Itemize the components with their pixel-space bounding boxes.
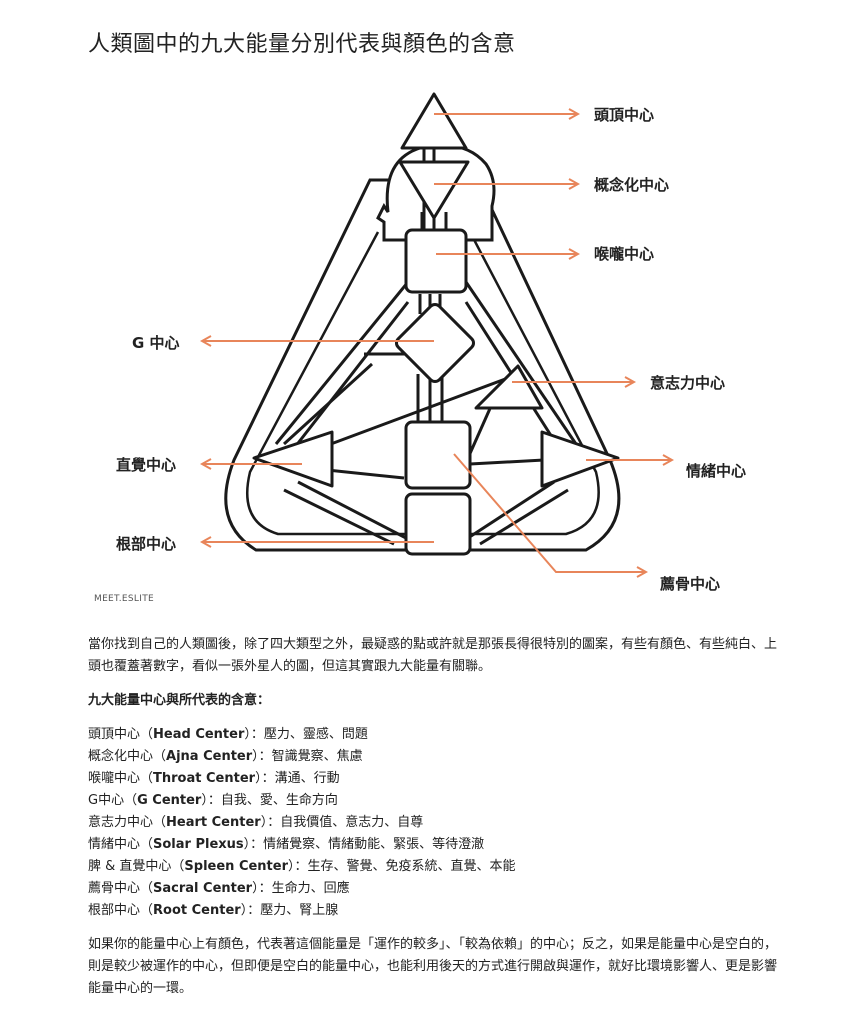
label-root-center: 根部中心	[116, 535, 177, 553]
label-solar-center: 情緒中心	[686, 462, 747, 480]
center-zh: 脾 & 直覺中心（	[88, 859, 185, 874]
center-en: Sacral Center	[153, 881, 253, 896]
g-center	[394, 302, 476, 384]
outer-frame	[224, 178, 621, 552]
center-desc: ）：情緒覺察、情緒動能、緊張、等待澄澈	[243, 837, 485, 852]
center-desc: ）：生命力、回應	[252, 881, 350, 896]
head-center	[400, 92, 468, 150]
sacral-center	[404, 420, 472, 490]
center-zh: 概念化中心（	[88, 749, 167, 764]
center-zh: G中心（	[88, 793, 138, 808]
center-desc: ）：壓力、腎上腺	[240, 903, 339, 918]
center-en: Solar Plexus	[153, 837, 244, 852]
center-desc: ）：自我、愛、生命方向	[201, 793, 338, 808]
list-item: G中心（G Center）：自我、愛、生命方向	[88, 790, 788, 812]
page-title: 人類圖中的九大能量分別代表與顏色的含意	[88, 32, 516, 57]
list-item: 情緒中心（Solar Plexus）：情緒覺察、情緒動能、緊張、等待澄澈	[88, 834, 788, 856]
center-desc: ）：智識覺察、焦慮	[252, 749, 363, 764]
center-zh: 根部中心（	[88, 903, 154, 918]
spleen-center	[252, 430, 334, 488]
list-item: 意志力中心（Heart Center）：自我價值、意志力、自尊	[88, 812, 788, 834]
center-desc: ）：壓力、靈感、問題	[244, 727, 368, 742]
center-en: Throat Center	[153, 771, 256, 786]
center-en: Spleen Center	[184, 859, 288, 874]
list-item: 概念化中心（Ajna Center）：智識覺察、焦慮	[88, 746, 788, 768]
center-zh: 喉嚨中心（	[88, 771, 154, 786]
pointer-arrows	[202, 114, 672, 572]
center-desc: ）：生存、警覺、免疫系統、直覺、本能	[288, 859, 516, 874]
bodygraph-svg	[88, 92, 788, 612]
label-spleen-center: 直覺中心	[116, 456, 177, 474]
center-en: Heart Center	[166, 815, 261, 830]
label-g-center: G 中心	[132, 334, 180, 352]
center-en: Ajna Center	[166, 749, 253, 764]
section-heading: 九大能量中心與所代表的含意：	[88, 693, 271, 708]
center-en: G Center	[137, 793, 202, 808]
center-desc: ）：溝通、行動	[255, 771, 340, 786]
ajna-center	[398, 160, 470, 220]
throat-center	[404, 228, 468, 294]
centers	[252, 92, 620, 556]
center-en: Head Center	[153, 727, 245, 742]
intro-paragraph: 當你找到自己的人類圖後，除了四大類型之外，最疑惑的點或許就是那張長得很特別的圖案…	[88, 637, 778, 674]
solar-center	[540, 430, 620, 488]
list-item: 喉嚨中心（Throat Center）：溝通、行動	[88, 768, 788, 790]
center-en: Root Center	[153, 903, 241, 918]
root-center	[404, 492, 472, 556]
arrow-sacral	[453, 453, 646, 572]
heart-center	[474, 364, 544, 410]
human-design-bodygraph: 頭頂中心 概念化中心 喉嚨中心 G 中心 意志力中心 直覺中心 情緒中心 根部中…	[88, 82, 788, 612]
center-zh: 意志力中心（	[88, 815, 167, 830]
list-item: 頭頂中心（Head Center）：壓力、靈感、問題	[88, 724, 788, 746]
center-zh: 頭頂中心（	[88, 727, 154, 742]
label-ajna-center: 概念化中心	[594, 176, 670, 194]
outro-paragraph: 如果你的能量中心上有顏色，代表著這個能量是「運作的較多」、「較為依賴」的中心；反…	[88, 937, 778, 996]
center-desc: ）：自我價值、意志力、自尊	[260, 815, 424, 830]
article-body: 當你找到自己的人類圖後，除了四大類型之外，最疑惑的點或許就是那張長得很特別的圖案…	[88, 634, 788, 1000]
center-zh: 薦骨中心（	[88, 881, 154, 896]
center-zh: 情緒中心（	[88, 837, 154, 852]
list-item: 根部中心（Root Center）：壓力、腎上腺	[88, 900, 788, 922]
label-head-center: 頭頂中心	[594, 106, 655, 124]
label-sacral-center: 薦骨中心	[660, 575, 721, 593]
list-item: 脾 & 直覺中心（Spleen Center）：生存、警覺、免疫系統、直覺、本能	[88, 856, 788, 878]
center-list: 頭頂中心（Head Center）：壓力、靈感、問題概念化中心（Ajna Cen…	[88, 724, 788, 922]
label-heart-center: 意志力中心	[650, 374, 726, 392]
image-credit: MEET.ESLITE	[94, 594, 154, 604]
label-throat-center: 喉嚨中心	[594, 245, 655, 263]
list-item: 薦骨中心（Sacral Center）：生命力、回應	[88, 878, 788, 900]
